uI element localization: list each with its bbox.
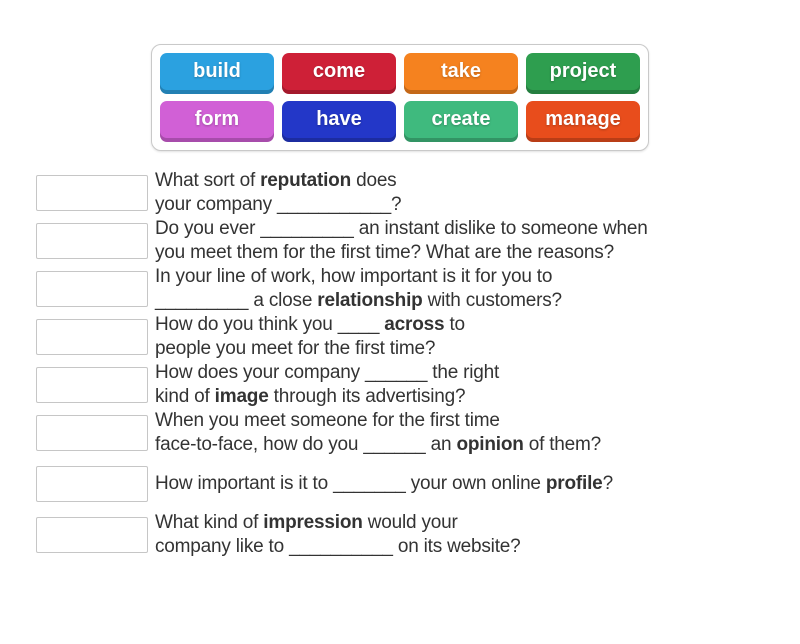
question-segment: What kind of xyxy=(155,512,264,533)
question-text: In your line of work, how important is i… xyxy=(155,265,562,313)
question-segment: In your line of work, how important is i… xyxy=(155,266,553,287)
question-segment: When you meet someone for the first time xyxy=(155,410,500,431)
question-segment: How important is it to _______ your own … xyxy=(155,473,546,494)
question-row: How important is it to _______ your own … xyxy=(36,466,800,502)
answer-drop-zone[interactable] xyxy=(36,223,148,259)
question-keyword: reputation xyxy=(260,170,351,191)
question-segment: How does your company ______ the right xyxy=(155,362,500,383)
question-line: people you meet for the first time? xyxy=(155,337,465,361)
question-segment: your company ___________? xyxy=(155,194,402,215)
question-line: company like to __________ on its websit… xyxy=(155,535,521,559)
word-bank-item-form[interactable]: form xyxy=(160,101,274,142)
question-segment: face-to-face, how do you ______ an xyxy=(155,434,457,455)
question-text: When you meet someone for the first time… xyxy=(155,409,601,457)
question-line: How does your company ______ the right xyxy=(155,361,499,385)
question-line: When you meet someone for the first time xyxy=(155,409,601,433)
question-segment: to xyxy=(444,314,465,335)
word-bank-item-take[interactable]: take xyxy=(404,53,518,94)
question-segment: would your xyxy=(362,512,458,533)
answer-drop-zone[interactable] xyxy=(36,175,148,211)
word-bank-item-come[interactable]: come xyxy=(282,53,396,94)
question-line: Do you ever _________ an instant dislike… xyxy=(155,217,648,241)
question-segment: What sort of xyxy=(155,170,261,191)
question-keyword: across xyxy=(384,314,445,335)
answer-drop-zone[interactable] xyxy=(36,466,148,502)
question-segment: through its advertising? xyxy=(268,386,466,407)
question-segment: How do you think you ____ xyxy=(155,314,385,335)
answer-drop-zone[interactable] xyxy=(36,319,148,355)
question-line: In your line of work, how important is i… xyxy=(155,265,562,289)
question-row: Do you ever _________ an instant dislike… xyxy=(36,217,800,265)
question-segment: does xyxy=(351,170,397,191)
question-line: face-to-face, how do you ______ an opini… xyxy=(155,433,601,457)
answer-drop-zone[interactable] xyxy=(36,415,148,451)
question-keyword: relationship xyxy=(317,290,423,311)
question-segment: people you meet for the first time? xyxy=(155,338,436,359)
question-keyword: opinion xyxy=(456,434,524,455)
question-line: kind of image through its advertising? xyxy=(155,385,499,409)
question-line: How important is it to _______ your own … xyxy=(155,472,613,496)
question-keyword: image xyxy=(214,386,269,407)
answer-drop-zone[interactable] xyxy=(36,271,148,307)
question-line: _________ a close relationship with cust… xyxy=(155,289,562,313)
question-segment: company like to __________ on its websit… xyxy=(155,536,521,557)
question-segment: Do you ever _________ an instant dislike… xyxy=(155,218,648,239)
question-segment: kind of xyxy=(155,386,215,407)
question-row: In your line of work, how important is i… xyxy=(36,265,800,313)
question-row: When you meet someone for the first time… xyxy=(36,409,800,457)
question-segment: with customers? xyxy=(422,290,562,311)
word-bank-item-project[interactable]: project xyxy=(526,53,640,94)
question-line: What sort of reputation does xyxy=(155,169,401,193)
question-text: Do you ever _________ an instant dislike… xyxy=(155,217,648,265)
question-line: What kind of impression would your xyxy=(155,511,521,535)
question-segment: _________ a close xyxy=(155,290,318,311)
answer-drop-zone[interactable] xyxy=(36,517,148,553)
question-segment: you meet them for the first time? What a… xyxy=(155,242,614,263)
question-keyword: profile xyxy=(545,473,603,494)
question-line: you meet them for the first time? What a… xyxy=(155,241,648,265)
question-line: How do you think you ____ across to xyxy=(155,313,465,337)
question-keyword: impression xyxy=(263,512,363,533)
word-bank-item-manage[interactable]: manage xyxy=(526,101,640,142)
answer-drop-zone[interactable] xyxy=(36,367,148,403)
question-segment: ? xyxy=(602,473,614,494)
question-text: How important is it to _______ your own … xyxy=(155,472,613,496)
question-segment: of them? xyxy=(523,434,602,455)
word-bank-item-have[interactable]: have xyxy=(282,101,396,142)
question-line: your company ___________? xyxy=(155,193,402,217)
word-bank-item-create[interactable]: create xyxy=(404,101,518,142)
word-bank-item-build[interactable]: build xyxy=(160,53,274,94)
